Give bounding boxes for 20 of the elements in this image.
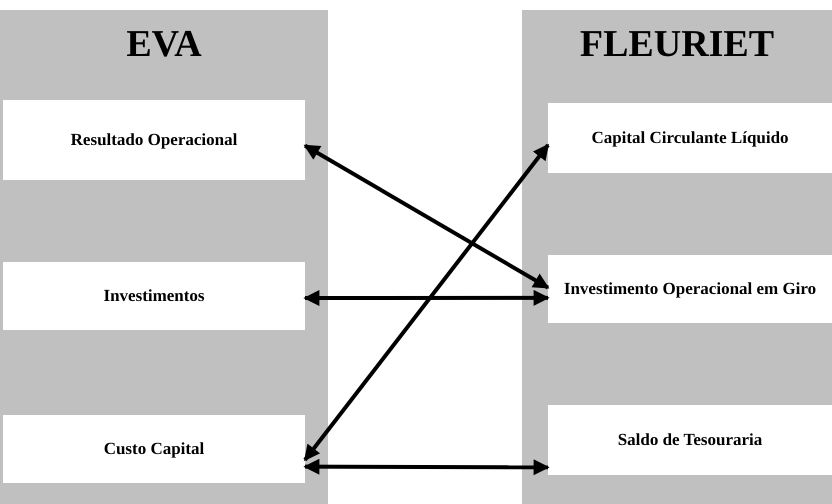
box-label: Investimento Operacional em Giro [564, 278, 816, 300]
box-label: Investimentos [103, 284, 205, 307]
box-label: Capital Circulante Líquido [591, 126, 789, 149]
concept-box [3, 262, 305, 330]
concept-box [3, 415, 305, 483]
double-arrow [304, 144, 550, 290]
panel [522, 10, 832, 504]
concept-box [3, 100, 305, 180]
panel-title: FLEURIET [578, 22, 776, 66]
panel-title: EVA [125, 22, 203, 66]
concept-box [548, 255, 832, 323]
panel [0, 10, 328, 504]
box-label: Resultado Operacional [70, 128, 238, 151]
double-arrow [303, 290, 550, 306]
double-arrow [303, 458, 550, 476]
box-label: Custo Capital [104, 438, 204, 460]
concept-box [548, 103, 832, 173]
concept-box [548, 405, 832, 475]
double-arrow [303, 144, 550, 462]
box-label: Saldo de Tesouraria [618, 428, 762, 451]
